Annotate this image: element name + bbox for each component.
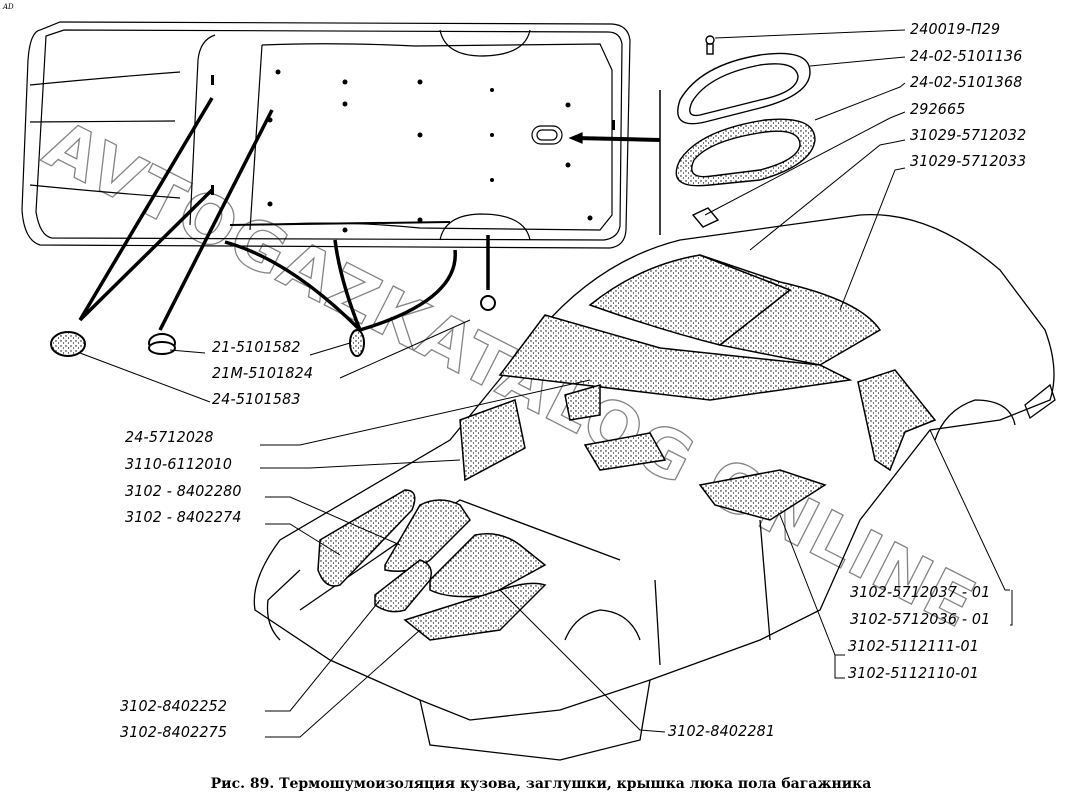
label-24-5101583: 24-5101583 <box>212 390 301 408</box>
label-3102-5112110-01: 3102-5112110-01 <box>848 664 979 682</box>
label-31029-5712032: 31029-5712032 <box>910 126 1027 144</box>
label-3110-6112010: 3110-6112010 <box>125 455 233 473</box>
label-3102-8402274: 3102 - 8402274 <box>125 508 242 526</box>
plugs <box>50 295 496 357</box>
label-21m-5101824: 21М-5101824 <box>212 364 314 382</box>
car-floor-topview <box>21 21 661 332</box>
label-24-02-5101136: 24-02-5101136 <box>910 47 1023 65</box>
label-292665: 292665 <box>910 100 966 118</box>
label-3102-8402252: 3102-8402252 <box>120 697 228 715</box>
label-31029-5712033: 31029-5712033 <box>910 152 1027 170</box>
label-3102-5712036-01: 3102-5712036 - 01 <box>850 610 991 628</box>
leader-lines <box>79 29 1013 738</box>
label-24-02-5101368: 24-02-5101368 <box>910 73 1023 91</box>
label-3102-8402281: 3102-8402281 <box>668 722 776 740</box>
label-3102-5112111-01: 3102-5112111-01 <box>848 637 979 655</box>
corner-mark: AD <box>3 3 14 11</box>
label-240019-p29: 240019-П29 <box>910 20 1001 38</box>
label-3102-8402280: 3102 - 8402280 <box>125 482 242 500</box>
label-3102-8402275: 3102-8402275 <box>120 723 228 741</box>
insulation-pads <box>317 254 937 641</box>
label-21-5101582: 21-5101582 <box>212 338 301 356</box>
hatch-cover-parts <box>675 35 816 228</box>
figure-caption: Рис. 89. Термошумоизоляция кузова, заглу… <box>210 776 872 792</box>
label-3102-5712037-01: 3102-5712037 - 01 <box>850 583 991 601</box>
car-body-3d <box>253 213 1056 761</box>
label-24-5712028: 24-5712028 <box>125 428 214 446</box>
